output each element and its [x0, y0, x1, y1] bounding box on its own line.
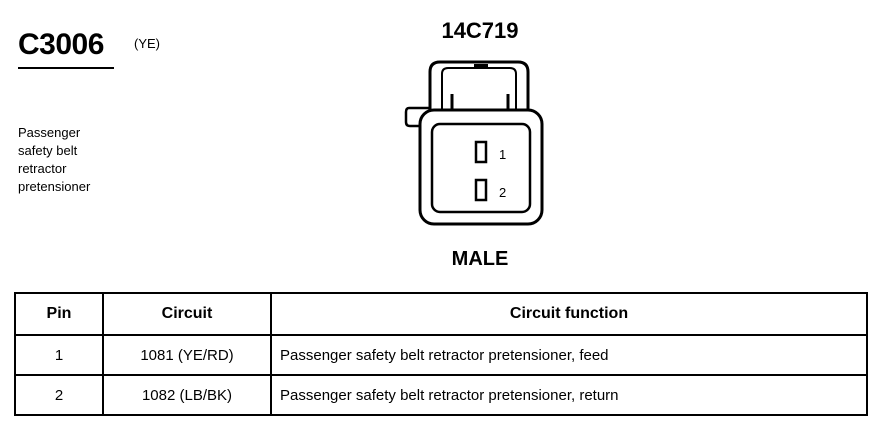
connector-id: C3006: [18, 28, 104, 61]
header-pin: Pin: [14, 292, 104, 336]
description-line: safety belt: [18, 143, 78, 158]
description-line: Passenger: [18, 125, 81, 140]
cell-pin: 2: [14, 374, 104, 416]
header-circuit: Circuit: [102, 292, 272, 336]
table-header-row: Pin Circuit Circuit function: [14, 292, 868, 336]
table-row: 2 1082 (LB/BK) Passenger safety belt ret…: [14, 374, 868, 416]
connector-face-drawing: 1 2: [404, 60, 544, 226]
connector-side-key: [404, 106, 430, 128]
pin-2-label: 2: [499, 185, 506, 200]
cell-circuit: 1081 (YE/RD): [102, 334, 272, 376]
connector-description: Passenger safety belt retractor pretensi…: [18, 124, 138, 196]
pin-1-label: 1: [499, 147, 506, 162]
header-circuit-function: Circuit function: [270, 292, 868, 336]
pin-2-cavity: [474, 178, 488, 202]
connector-housing-outer: [418, 108, 544, 226]
pin-1-cavity: [474, 140, 488, 164]
connector-color: (YE): [134, 36, 160, 51]
connector-gender: MALE: [451, 248, 509, 270]
description-line: retractor: [18, 161, 67, 176]
cell-circuit-function: Passenger safety belt retractor pretensi…: [270, 334, 868, 376]
table-row: 1 1081 (YE/RD) Passenger safety belt ret…: [14, 334, 868, 376]
latch-notch: [474, 64, 488, 69]
part-number: 14C719: [441, 18, 519, 43]
cell-circuit: 1082 (LB/BK): [102, 374, 272, 416]
connector-latch: [428, 60, 530, 120]
connector-housing-inner: [430, 122, 532, 214]
connector-id-underline: [18, 67, 114, 69]
pinout-table: Pin Circuit Circuit function 1 1081 (YE/…: [14, 292, 868, 416]
cell-pin: 1: [14, 334, 104, 376]
description-line: pretensioner: [18, 179, 91, 194]
cell-circuit-function: Passenger safety belt retractor pretensi…: [270, 374, 868, 416]
